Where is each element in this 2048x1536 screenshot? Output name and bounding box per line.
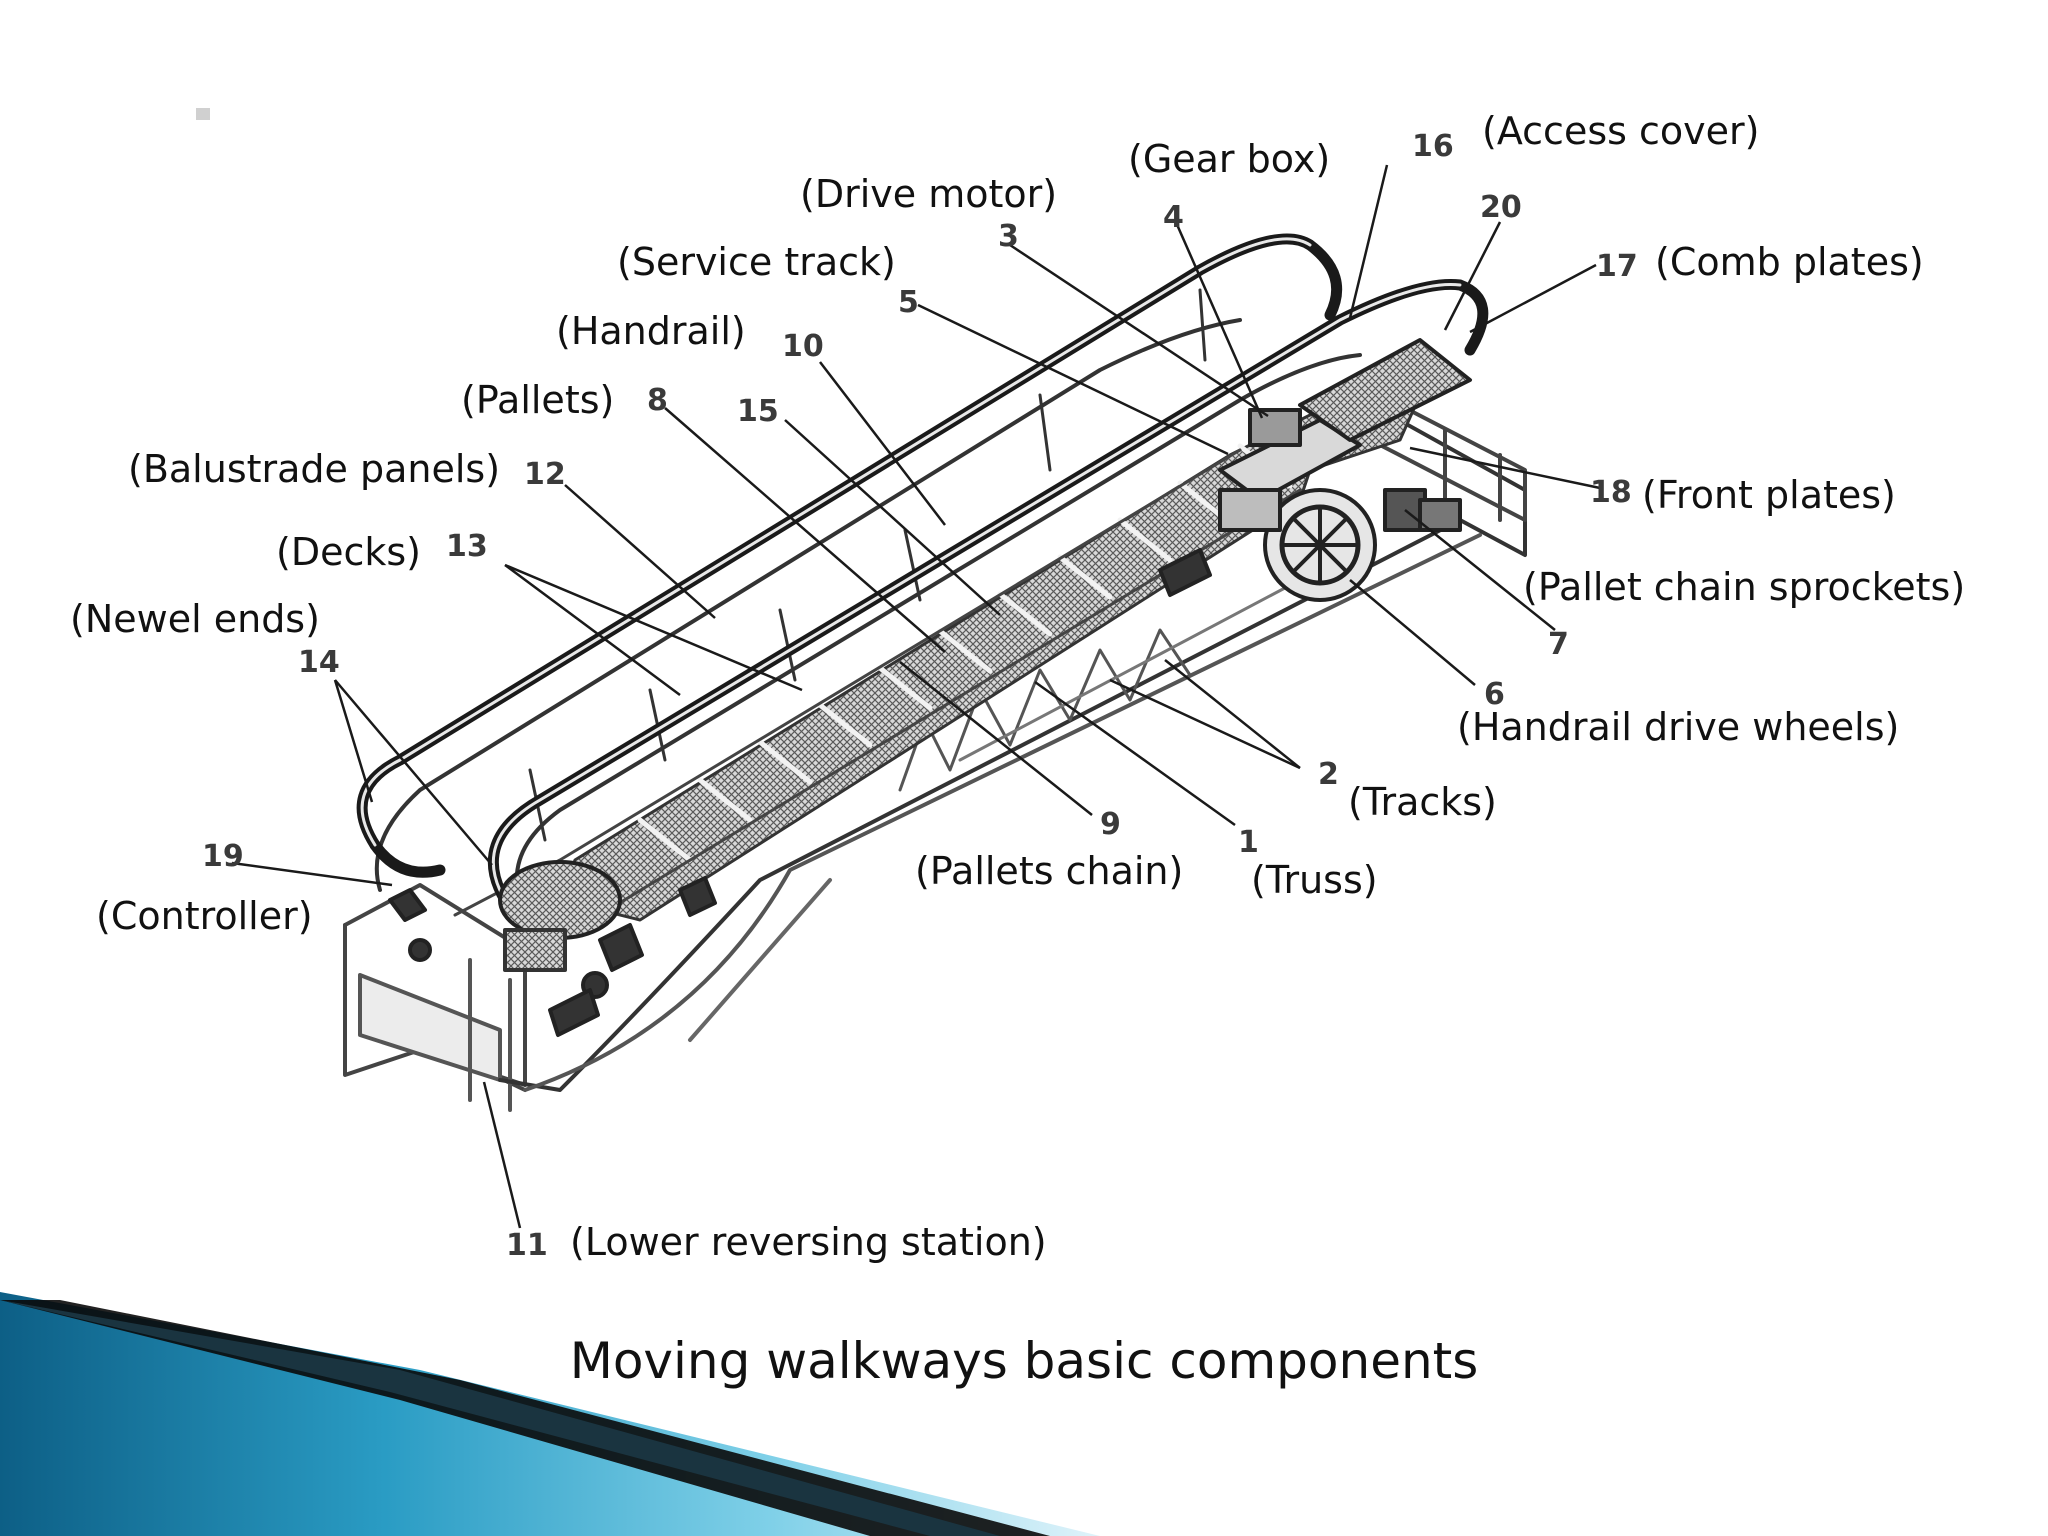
label-comb-plates: (Comb plates) bbox=[1655, 240, 1924, 284]
label-truss: (Truss) bbox=[1251, 858, 1378, 902]
callout-3: 3 bbox=[998, 219, 1019, 254]
label-pallet-chain-sprockets: (Pallet chain sprockets) bbox=[1523, 565, 1966, 609]
callout-18: 18 bbox=[1590, 475, 1632, 510]
label-lower-reversing-station: (Lower reversing station) bbox=[570, 1220, 1047, 1264]
callout-13: 13 bbox=[446, 529, 488, 564]
truss-body bbox=[498, 393, 1527, 1092]
label-gear-box: (Gear box) bbox=[1128, 137, 1331, 181]
callout-15: 15 bbox=[737, 394, 779, 429]
speck bbox=[196, 108, 210, 120]
leader-lines bbox=[231, 164, 1601, 1229]
label-tracks: (Tracks) bbox=[1348, 780, 1497, 824]
label-front-plates: (Front plates) bbox=[1642, 473, 1896, 517]
lower-station-frame bbox=[343, 883, 527, 1112]
callout-19: 19 bbox=[202, 839, 244, 874]
callout-14: 14 bbox=[298, 645, 340, 680]
label-drive-motor: (Drive motor) bbox=[800, 172, 1058, 216]
walkway-drawing bbox=[343, 233, 1527, 1112]
label-balustrade-panels: (Balustrade panels) bbox=[128, 447, 501, 491]
lower-newel-machinery bbox=[388, 860, 717, 1037]
callout-17: 17 bbox=[1596, 249, 1638, 284]
callout-4: 4 bbox=[1163, 200, 1184, 235]
callout-16: 16 bbox=[1412, 129, 1454, 164]
callout-11: 11 bbox=[506, 1228, 548, 1263]
label-access-cover: (Access cover) bbox=[1482, 109, 1760, 153]
callout-7: 7 bbox=[1548, 627, 1569, 662]
callout-8: 8 bbox=[647, 383, 668, 418]
callout-10: 10 bbox=[782, 329, 824, 364]
accent-swoosh bbox=[0, 1292, 1100, 1536]
label-handrail-drive-wheels: (Handrail drive wheels) bbox=[1457, 705, 1900, 749]
label-pallets: (Pallets) bbox=[461, 378, 615, 422]
label-handrail: (Handrail) bbox=[556, 309, 746, 353]
callout-6: 6 bbox=[1484, 677, 1505, 712]
callout-1: 1 bbox=[1238, 825, 1259, 860]
label-decks: (Decks) bbox=[276, 530, 421, 574]
callout-2: 2 bbox=[1318, 757, 1339, 792]
callout-20: 20 bbox=[1480, 190, 1522, 225]
callout-5: 5 bbox=[898, 285, 919, 320]
label-controller: (Controller) bbox=[96, 894, 313, 938]
callout-9: 9 bbox=[1100, 807, 1121, 842]
callout-12: 12 bbox=[524, 457, 566, 492]
label-service-track: (Service track) bbox=[617, 240, 896, 284]
label-pallets-chain: (Pallets chain) bbox=[915, 849, 1184, 893]
slide-caption: Moving walkways basic components bbox=[569, 1332, 1479, 1390]
upper-drive-station bbox=[1158, 338, 1472, 602]
label-newel-ends: (Newel ends) bbox=[70, 597, 320, 641]
